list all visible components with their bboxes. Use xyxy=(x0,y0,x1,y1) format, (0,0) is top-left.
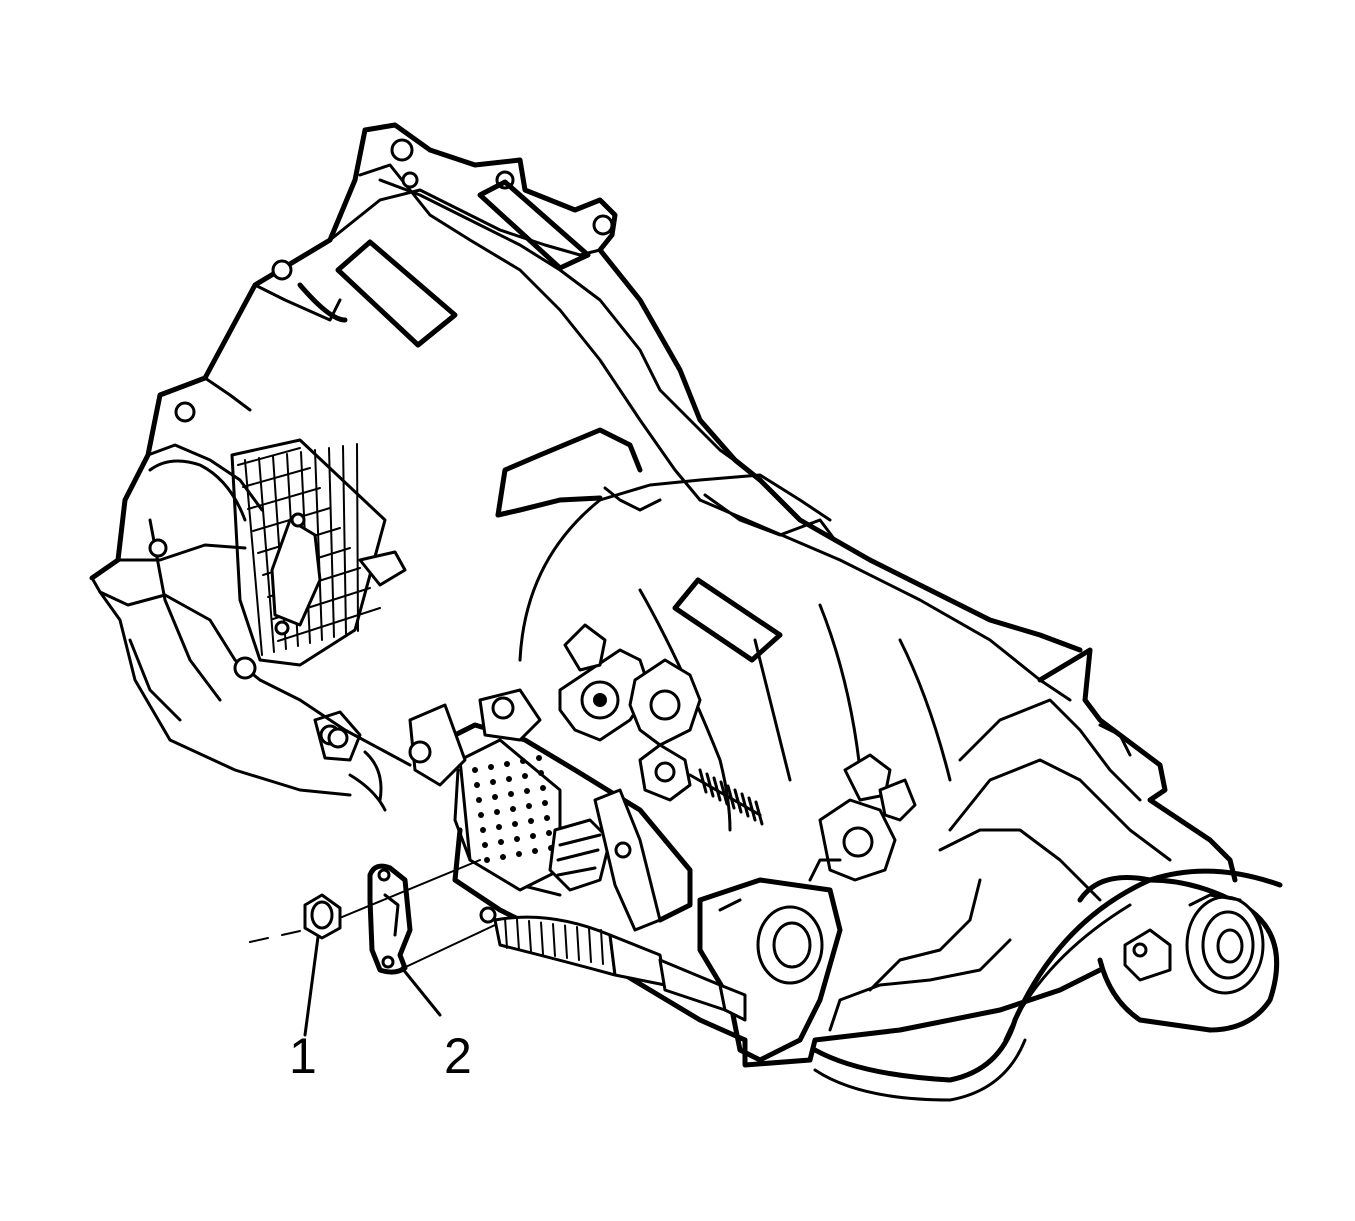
mount-bracket xyxy=(697,858,843,1063)
label-plates xyxy=(335,179,783,663)
shift-cable xyxy=(479,906,747,1022)
callouts: 1 2 xyxy=(289,1028,472,1084)
bracket-part xyxy=(367,863,413,975)
grid-mesh xyxy=(230,438,407,667)
callout-1: 1 xyxy=(289,1028,317,1084)
main-case xyxy=(452,427,1283,1102)
exploded-parts xyxy=(249,859,496,1037)
callout-2: 2 xyxy=(444,1028,472,1084)
valve-body-side xyxy=(313,688,693,932)
nut-part xyxy=(303,893,342,940)
